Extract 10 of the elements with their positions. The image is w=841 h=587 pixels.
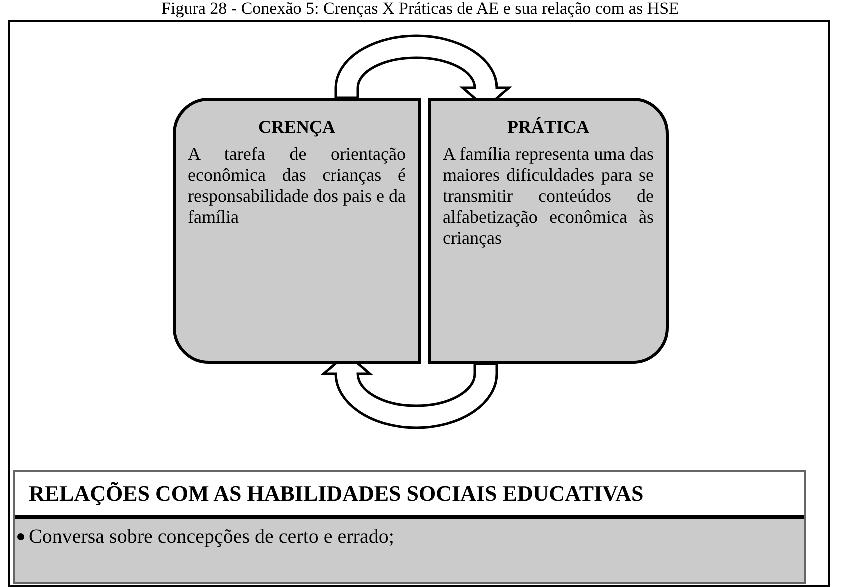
rounded-box — [428, 98, 669, 364]
box-text: A tarefa de orientação econômica das crianças é responsabilidade dos pais e da família — [188, 144, 406, 228]
table-heading: RELAÇÕES COM AS HABILIDADES SOCIAIS EDUCATIVAS — [15, 472, 804, 519]
box-text: A família representa uma das maiores dificuldades para se transmitir conteúdos de alfabetização econômica às crianças — [443, 144, 654, 249]
table-row-text: Conversa sobre concepções de certo e errado; — [29, 526, 394, 548]
figure-title: Figura 28 - Conexão 5: Crenças X Práticas de AE e sua relação com as HSE — [160, 0, 680, 18]
box-heading: PRÁTICA — [506, 117, 590, 138]
box-heading: CRENÇA — [257, 117, 336, 138]
relations-table — [13, 470, 806, 584]
rounded-box — [173, 98, 421, 364]
